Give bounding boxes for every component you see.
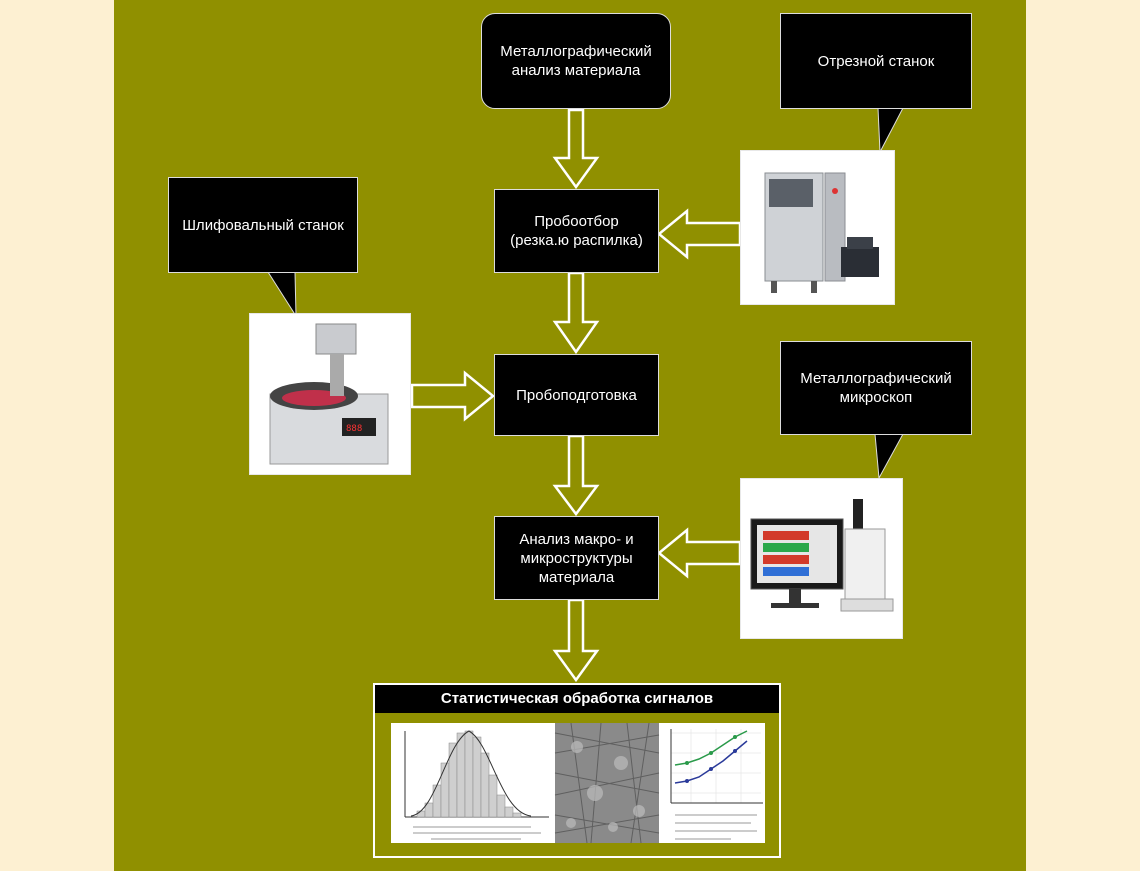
microscope-icon <box>750 499 894 612</box>
callout-microscope: Металлографический микроскоп <box>780 341 972 435</box>
arrow-down-4 <box>552 598 600 683</box>
callout-grinding-machine: Шлифовальный станок <box>168 177 358 273</box>
tail-microscope <box>874 433 904 480</box>
photo-grinding-machine: 888 <box>249 313 411 475</box>
box-sampling-label: Пробоотбор (резка.ю распилка) <box>510 213 643 249</box>
box-metallographic-analysis-label: Металлографический анализ материала <box>500 43 652 79</box>
arrow-right-grinding <box>410 370 495 422</box>
stats-panel: Статистическая обработка сигналов <box>373 683 781 858</box>
box-sample-prep-label: Пробоподготовка <box>516 386 637 404</box>
grinding-machine-icon: 888 <box>269 323 389 465</box>
arrow-left-cutting <box>657 208 742 260</box>
box-sampling: Пробоотбор (резка.ю распилка) <box>494 189 659 273</box>
box-structure-analysis: Анализ макро- и микроструктуры материала <box>494 516 659 600</box>
cutting-machine-icon <box>764 172 879 293</box>
svg-text:888: 888 <box>346 424 362 434</box>
arrow-down-2 <box>552 271 600 355</box>
box-sample-prep: Пробоподготовка <box>494 354 659 436</box>
box-metallographic-analysis: Металлографический анализ материала <box>481 13 671 109</box>
photo-cutting-machine <box>740 150 895 305</box>
tail-grinding <box>267 271 297 318</box>
arrow-down-1 <box>552 108 600 190</box>
stats-figures <box>391 722 765 844</box>
callout-cutting-machine: Отрезной станок <box>780 13 972 109</box>
callout-cutting-machine-label: Отрезной станок <box>817 52 935 70</box>
arrow-down-3 <box>552 434 600 517</box>
arrow-left-microscope <box>657 527 742 579</box>
stats-chart-icon <box>391 722 765 844</box>
callout-microscope-label: Металлографический микроскоп <box>800 370 952 406</box>
callout-grinding-machine-label: Шлифовальный станок <box>182 216 344 234</box>
stats-title: Статистическая обработка сигналов <box>375 685 779 713</box>
box-structure-analysis-label: Анализ макро- и микроструктуры материала <box>519 530 634 586</box>
photo-microscope <box>740 478 903 639</box>
tail-cutting <box>877 107 904 154</box>
